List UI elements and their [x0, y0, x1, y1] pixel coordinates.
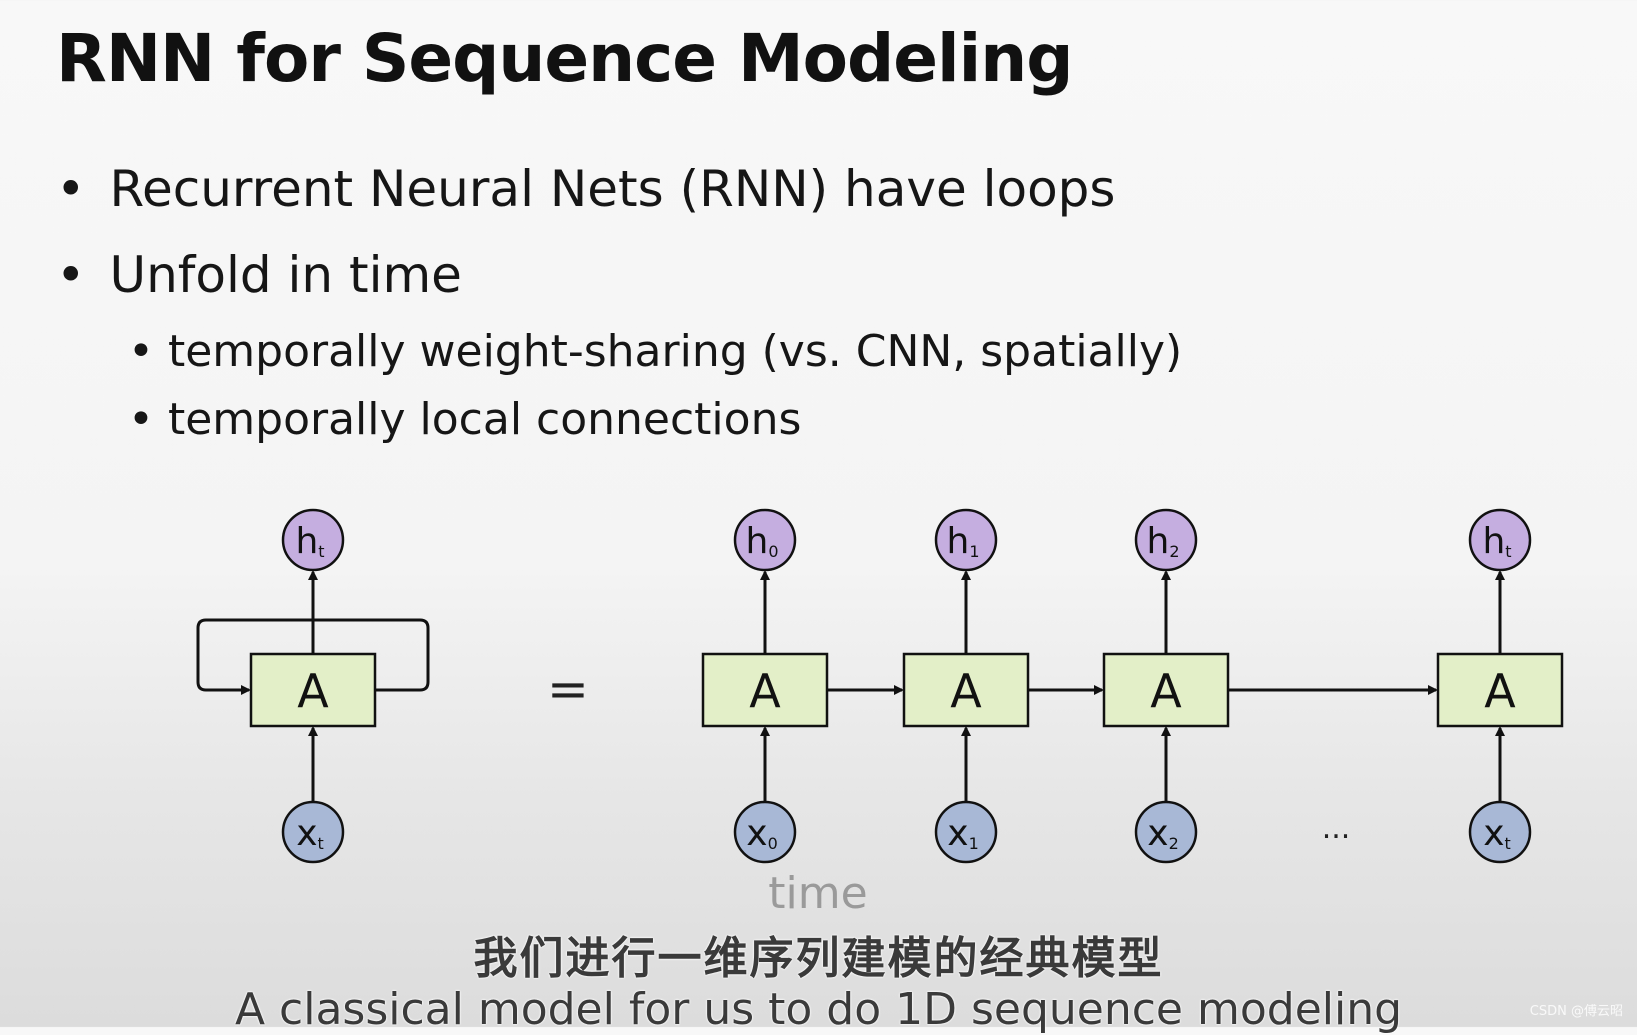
node-circle	[281, 508, 345, 572]
unrolled-input-node: x1	[934, 800, 998, 864]
bullet-loops: • Recurrent Neural Nets (RNN) have loops	[56, 160, 1115, 218]
sub-bullet-text: temporally weight-sharing (vs. CNN, spat…	[167, 326, 1183, 377]
cell-box	[249, 652, 377, 728]
folded-output-node: ht	[281, 508, 345, 572]
cell-box	[1102, 652, 1230, 728]
cell-box	[701, 652, 829, 728]
unrolled-output-node: h2	[1134, 508, 1198, 572]
bullet-text: Unfold in time	[109, 246, 462, 304]
unrolled-output-node: h0	[733, 508, 797, 572]
sub-bullet-text: temporally local connections	[167, 394, 802, 445]
node-circle	[281, 800, 345, 864]
unrolled-cell: A	[902, 652, 1030, 728]
bullet-dot: •	[56, 160, 86, 218]
node-circle	[1468, 800, 1532, 864]
subtitle-english: A classical model for us to do 1D sequen…	[234, 984, 1403, 1035]
unrolled-cell: A	[1102, 652, 1230, 728]
node-circle	[733, 800, 797, 864]
watermark: CSDN @傅云昭	[1529, 1004, 1623, 1019]
node-circle	[1134, 800, 1198, 864]
subtitle-chinese: 我们进行一维序列建模的经典模型	[473, 933, 1164, 984]
node-label: x0	[746, 813, 778, 854]
bullet-dot: •	[128, 394, 154, 445]
cell-label: A	[1150, 664, 1182, 718]
bullet-unfold: • Unfold in time	[56, 246, 462, 304]
bullet-dot: •	[128, 326, 154, 377]
unrolled-cell: A	[1436, 652, 1564, 728]
node-circle	[1468, 508, 1532, 572]
unrolled-output-node: h1	[934, 508, 998, 572]
equals-sign: =	[547, 660, 589, 718]
slide-title: RNN for Sequence Modeling	[56, 20, 1073, 97]
unrolled-input-node: x0	[733, 800, 797, 864]
cell-box	[902, 652, 1030, 728]
cell-label: A	[1484, 664, 1516, 718]
cell-box	[1436, 652, 1564, 728]
bullet-text: Recurrent Neural Nets (RNN) have loops	[109, 160, 1116, 218]
node-circle	[934, 800, 998, 864]
node-circle	[934, 508, 998, 572]
bullet-dot: •	[56, 246, 86, 304]
unrolled-input-node: xt	[1468, 800, 1532, 864]
cell-label: A	[749, 664, 781, 718]
folded-cell: A	[249, 652, 377, 728]
cell-label: A	[950, 664, 982, 718]
sub-bullet-local-connections: • temporally local connections	[128, 394, 801, 445]
ellipsis: ...	[1322, 811, 1351, 846]
sub-bullet-weight-sharing: • temporally weight-sharing (vs. CNN, spa…	[128, 326, 1182, 377]
time-label: time	[768, 868, 867, 919]
cell-label: A	[297, 664, 329, 718]
unrolled-cell: A	[701, 652, 829, 728]
node-circle	[733, 508, 797, 572]
unrolled-input-node: x2	[1134, 800, 1198, 864]
node-circle	[1134, 508, 1198, 572]
folded-input-node: xt	[281, 800, 345, 864]
unrolled-output-node: ht	[1468, 508, 1532, 572]
